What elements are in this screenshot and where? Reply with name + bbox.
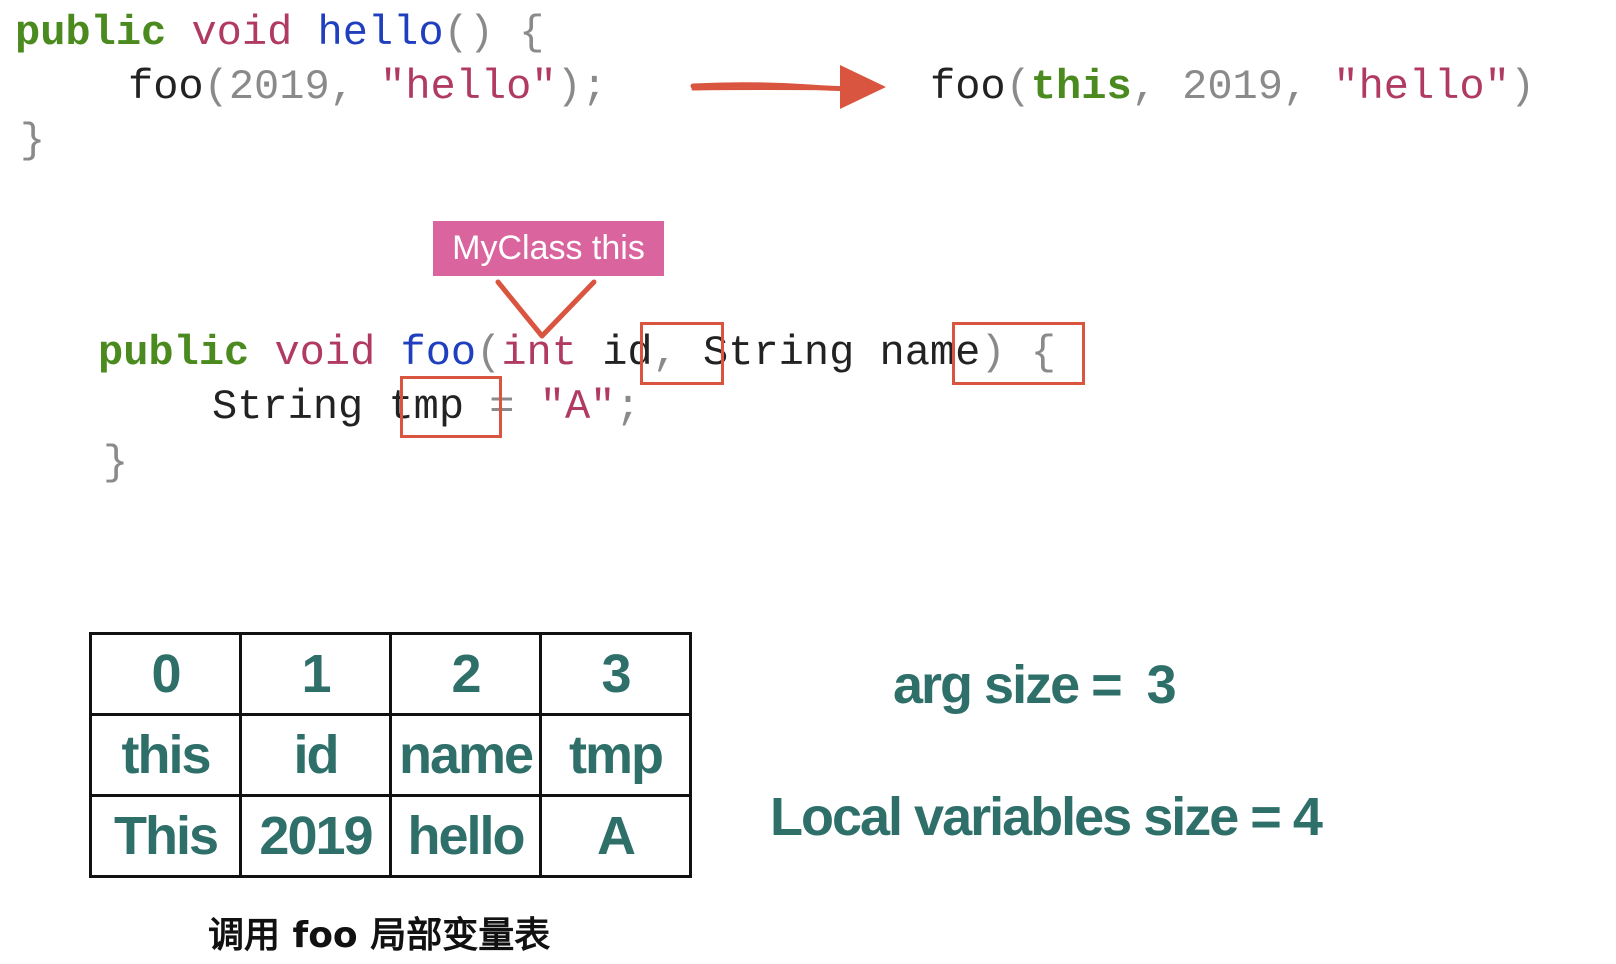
foo-keyword-void: void: [274, 329, 376, 377]
call-foo-close: );: [556, 63, 607, 111]
method-name-hello: hello: [317, 9, 444, 57]
table-row-indices: 0 1 2 3: [89, 632, 692, 716]
table-cell-value: A: [539, 794, 692, 878]
table-cell-name: name: [389, 713, 542, 797]
foo-type-string: String: [703, 329, 855, 377]
highlight-box-id: [640, 322, 724, 385]
translated-arg-num: 2019: [1182, 63, 1283, 111]
table-cell-value: hello: [389, 794, 542, 878]
hello-parens: (): [443, 9, 494, 57]
call-foo-comma: ,: [329, 63, 355, 111]
table-caption: 调用 foo 局部变量表: [208, 915, 551, 956]
arg-size-label: arg size = 3: [893, 655, 1177, 715]
local-value: "A": [539, 383, 616, 431]
foo-param-comma: ,: [652, 329, 678, 377]
translation-arrow-icon: [690, 65, 886, 109]
table-row-values: This 2019 hello A: [89, 794, 692, 878]
translated-open: (: [1005, 63, 1031, 111]
hello-method-line1: public void hello() {: [15, 12, 544, 54]
call-foo-arg-num: 2019: [228, 63, 330, 111]
highlight-box-tmp: [400, 376, 502, 438]
translated-comma1: ,: [1131, 63, 1157, 111]
foo-open-brace: {: [1030, 329, 1056, 377]
foo-param-name: name: [879, 329, 981, 377]
local-type-string: String: [212, 383, 364, 431]
table-cell-index: 3: [539, 632, 692, 716]
call-foo-name: foo: [128, 63, 204, 111]
foo-method-signature: public void foo(int id, String name) {: [98, 332, 1056, 374]
highlight-box-name: [952, 322, 1085, 385]
table-cell-value: 2019: [239, 794, 392, 878]
table-cell-name: this: [89, 713, 242, 797]
hello-open-brace: {: [519, 9, 545, 57]
translated-foo-name: foo: [930, 63, 1006, 111]
local-variable-table: 0 1 2 3 this id name tmp This 2019 hello…: [89, 632, 692, 878]
translated-close: ): [1509, 63, 1536, 111]
call-foo-open: (: [203, 63, 229, 111]
translated-call: foo(this, 2019, "hello"): [930, 66, 1535, 108]
table-cell-value: This: [89, 794, 242, 878]
tag-pointer-icon: [495, 279, 597, 339]
hello-close-brace: }: [20, 117, 46, 165]
foo-close-brace: }: [103, 439, 129, 487]
translated-this-arg: this: [1030, 63, 1132, 111]
table-cell-index: 2: [389, 632, 542, 716]
call-foo-arg-str: "hello": [380, 63, 557, 111]
method-name-foo: foo: [400, 329, 477, 377]
translated-arg-str: "hello": [1333, 63, 1510, 111]
foo-open-paren: (: [476, 329, 502, 377]
table-cell-name: id: [239, 713, 392, 797]
table-cell-index: 0: [89, 632, 242, 716]
foo-method-body: String tmp = "A";: [212, 386, 641, 428]
translated-comma2: ,: [1282, 63, 1309, 111]
keyword-public: public: [15, 9, 167, 57]
hello-method-line2: foo(2019, "hello");: [128, 66, 607, 108]
foo-param-id: id: [602, 329, 653, 377]
implicit-this-tag: MyClass this: [433, 221, 664, 276]
table-cell-index: 1: [239, 632, 392, 716]
local-variables-size-label: Local variables size = 4: [770, 787, 1323, 847]
foo-close-paren: ): [980, 329, 1006, 377]
table-cell-name: tmp: [539, 713, 692, 797]
foo-keyword-public: public: [98, 329, 250, 377]
table-row-names: this id name tmp: [89, 713, 692, 797]
foo-type-int: int: [501, 329, 577, 377]
keyword-void: void: [191, 9, 293, 57]
local-semicolon: ;: [615, 383, 641, 431]
